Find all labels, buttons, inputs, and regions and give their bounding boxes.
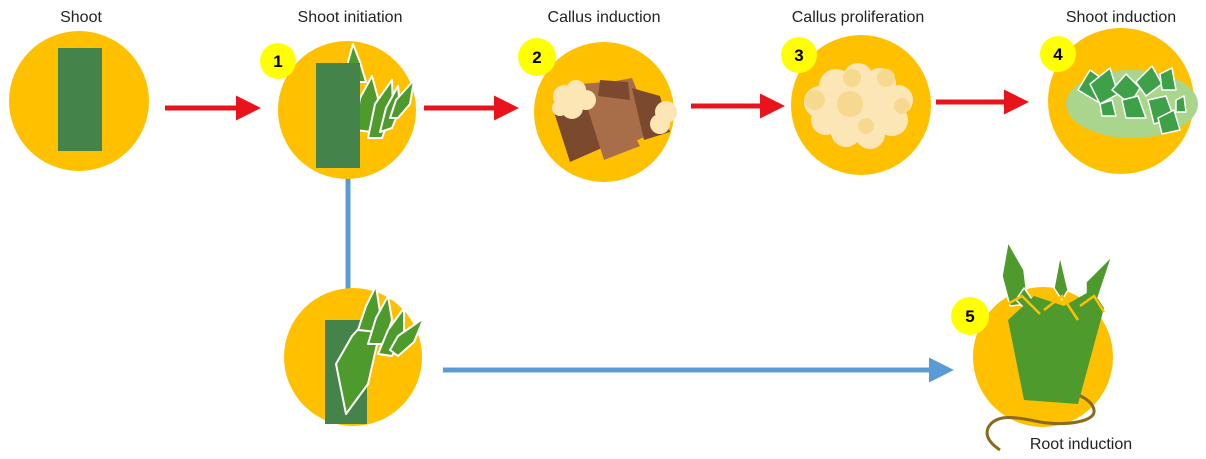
root-induction-disc [973,242,1113,450]
badge-3: 3 [781,37,817,73]
shoot-initiation-disc [278,41,416,179]
badge-3-number: 3 [794,46,803,65]
badge-1: 1 [260,43,296,79]
explant-rect [316,63,360,168]
badge-1-number: 1 [273,52,282,71]
badge-4: 4 [1040,36,1076,72]
badge-2: 2 [518,38,556,76]
badge-4-number: 4 [1053,45,1063,64]
callus-induction-disc [534,42,677,182]
explant-rect [58,48,102,151]
badge-5: 5 [951,297,989,335]
elongated-shoot-disc [284,286,424,426]
badge-5-number: 5 [965,307,974,326]
badge-2-number: 2 [532,48,541,67]
shoot-disc [9,31,149,171]
